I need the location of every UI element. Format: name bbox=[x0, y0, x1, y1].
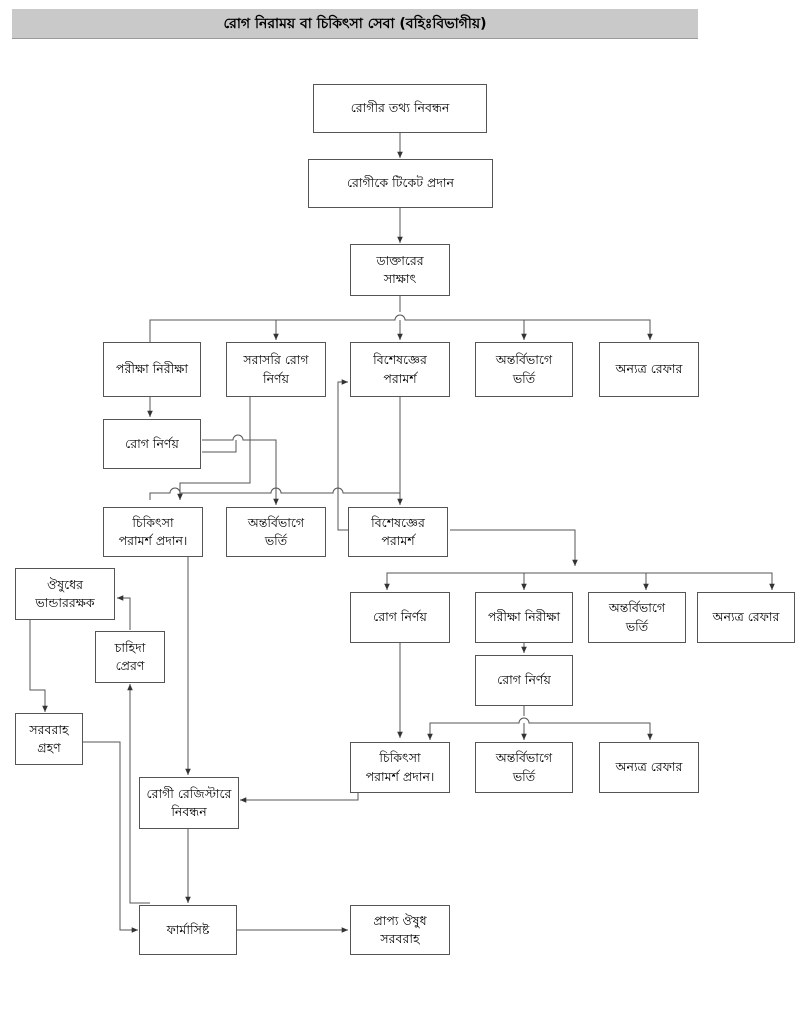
node-treatment-1: চিকিৎসা পরামর্শ প্রদান। bbox=[103, 507, 203, 557]
node-admit-2: অন্তর্বিভাগে ভর্তি bbox=[226, 507, 326, 557]
node-test-1: পরীক্ষা নিরীক্ষা bbox=[103, 342, 201, 397]
node-register: রোগী রেজিস্টারে নিবন্ধন bbox=[139, 777, 239, 829]
node-admit-3: অন্তর্বিভাগে ভর্তি bbox=[588, 592, 686, 643]
node-refer-1: অন্যত্র রেফার bbox=[599, 342, 699, 397]
node-diagnosis-3: রোগ নির্ণয় bbox=[475, 655, 573, 706]
node-refer-2: অন্যত্র রেফার bbox=[697, 592, 795, 643]
node-refer-3: অন্যত্র রেফার bbox=[599, 742, 699, 793]
node-ticket: রোগীকে টিকেট প্রদান bbox=[308, 159, 493, 208]
node-doctor-visit: ডাক্তারের সাক্ষাৎ bbox=[350, 244, 450, 296]
node-supply-receive: সরবরাহ গ্রহণ bbox=[15, 713, 83, 765]
node-admit-4: অন্তর্বিভাগে ভর্তি bbox=[475, 742, 573, 793]
node-pharmacist: ফার্মাসিষ্ট bbox=[139, 905, 237, 955]
node-diagnosis-2: রোগ নির্ণয় bbox=[350, 592, 450, 643]
node-specialist-1: বিশেষজ্ঞের পরামর্শ bbox=[350, 342, 450, 397]
node-demand: চাহিদা প্রেরণ bbox=[95, 631, 165, 683]
node-admit-1: অন্তর্বিভাগে ভর্তি bbox=[475, 342, 573, 397]
node-storekeeper: ঔষুধের ভান্ডাররক্ষক bbox=[15, 568, 115, 620]
page-title: রোগ নিরাময় বা চিকিৎসা সেবা (বহিঃবিভাগীয… bbox=[12, 9, 698, 39]
node-diagnosis-1: রোগ নির্ণয় bbox=[103, 419, 201, 469]
node-test-2: পরীক্ষা নিরীক্ষা bbox=[475, 592, 573, 643]
node-treatment-2: চিকিৎসা পরামর্শ প্রদান। bbox=[350, 742, 450, 793]
node-patient-info: রোগীর তথ্য নিবন্ধন bbox=[313, 84, 487, 133]
node-specialist-2: বিশেষজ্ঞের পরামর্শ bbox=[348, 507, 448, 557]
node-medicine-supply: প্রাপ্য ঔষুধ সরবরাহ bbox=[350, 905, 450, 955]
node-direct-diagnosis: সরাসরি রোগ নির্ণয় bbox=[226, 342, 326, 397]
